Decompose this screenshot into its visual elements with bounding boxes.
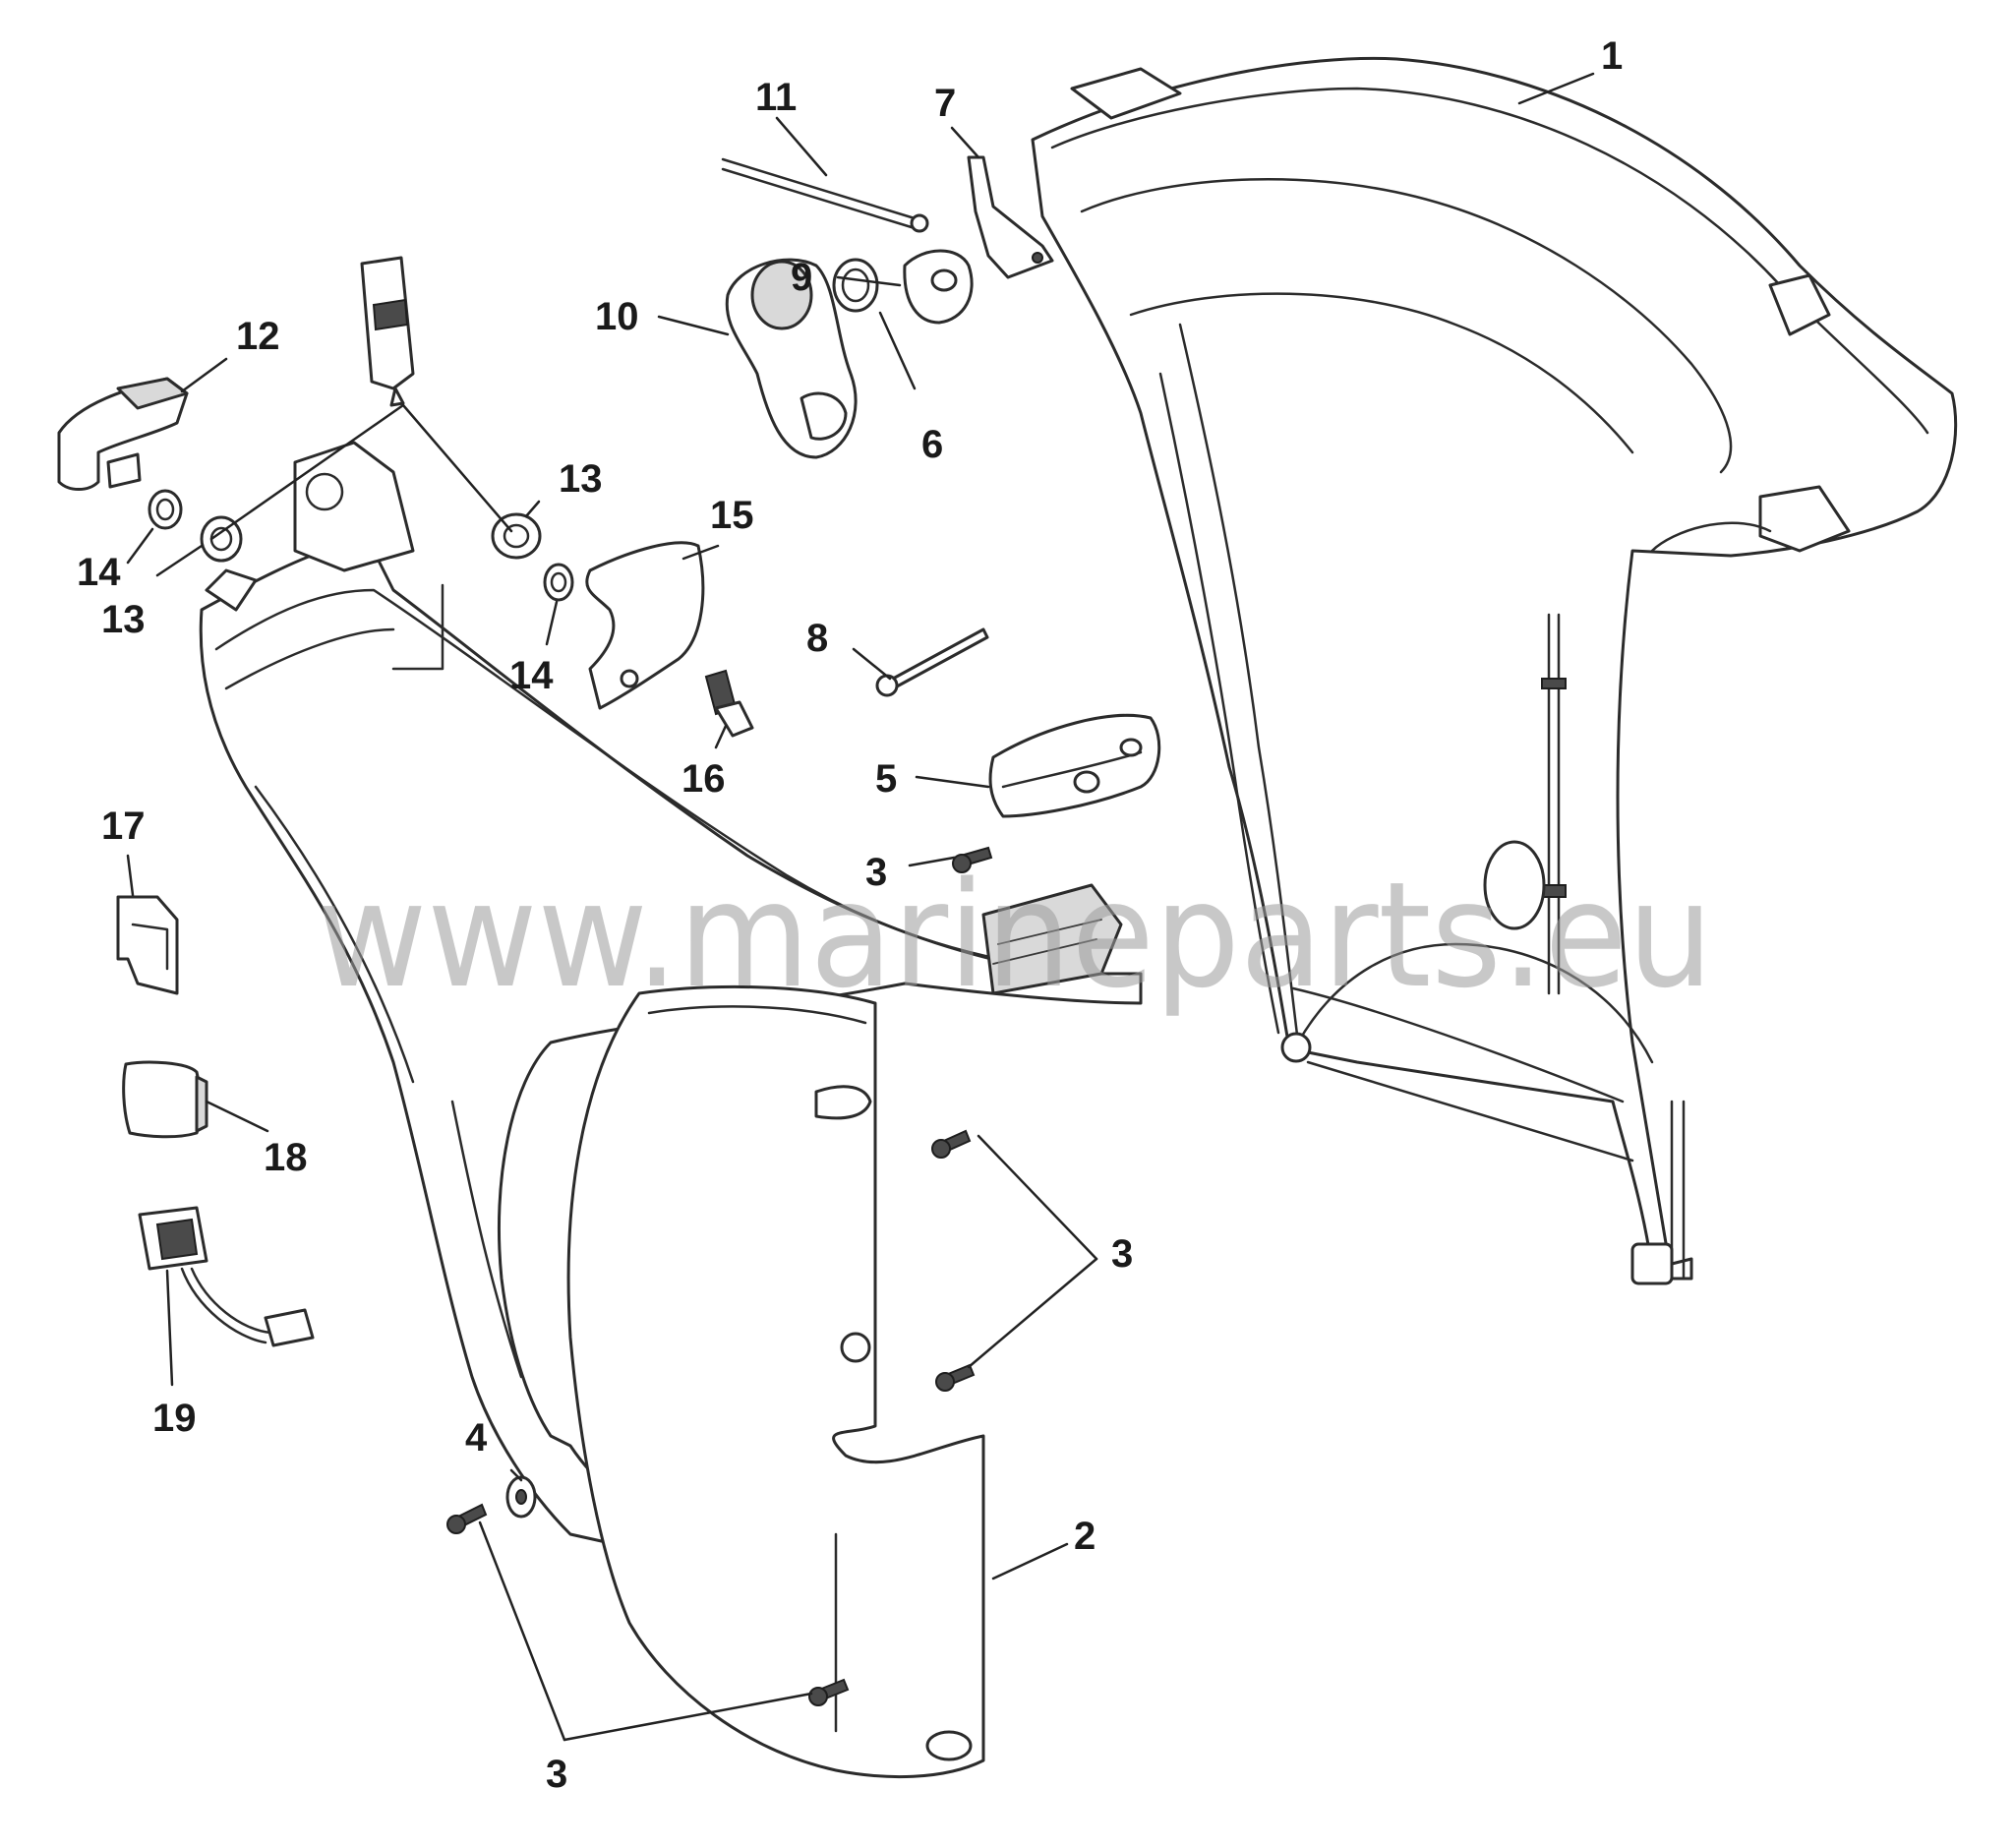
part-7-bracket[interactable] <box>967 155 1054 279</box>
part-17-clip[interactable] <box>116 895 179 995</box>
part-3-screw-d[interactable] <box>446 1503 488 1534</box>
callout-13-left: 13 <box>101 598 146 641</box>
callout-3-right: 3 <box>1111 1232 1133 1276</box>
part-14-o-ring-b[interactable] <box>543 563 574 602</box>
callout-6: 6 <box>921 423 943 466</box>
part-16-bolt[interactable] <box>704 669 754 738</box>
callout-15: 15 <box>710 494 754 537</box>
callout-19: 19 <box>152 1397 197 1440</box>
callout-3-top: 3 <box>865 851 887 894</box>
part-3-screw-c[interactable] <box>935 1363 976 1392</box>
part-18-plug[interactable] <box>122 1060 208 1139</box>
callout-2: 2 <box>1074 1515 1096 1558</box>
part-12-side-latch-lever[interactable] <box>57 377 189 491</box>
part-14-o-ring-a[interactable] <box>148 489 183 530</box>
part-6-seal-ring[interactable] <box>832 258 879 313</box>
part-3-screw-b[interactable] <box>931 1129 972 1159</box>
callout-12: 12 <box>236 315 280 358</box>
leader-lines <box>126 72 1595 1742</box>
callout-17: 17 <box>101 805 146 848</box>
callout-14-center: 14 <box>509 654 554 697</box>
callout-16: 16 <box>681 757 726 801</box>
part-10-latch-housing[interactable] <box>725 258 858 459</box>
part-5-front-latch-handle[interactable] <box>988 713 1161 818</box>
callout-18: 18 <box>264 1136 308 1179</box>
part-8-long-bolt[interactable] <box>875 627 989 697</box>
part-3-screw-e[interactable] <box>808 1678 850 1706</box>
part-3-screw-a[interactable] <box>952 846 993 873</box>
callout-1: 1 <box>1601 34 1623 78</box>
callout-labels: 1 2 3 3 3 4 5 6 7 8 9 10 11 12 13 13 14 … <box>77 34 1623 1796</box>
part-11-rod[interactable] <box>721 157 929 233</box>
callout-5: 5 <box>875 757 897 801</box>
callout-8: 8 <box>806 617 828 660</box>
callout-4: 4 <box>465 1416 488 1460</box>
callout-13-center: 13 <box>559 457 603 501</box>
callout-3-bottom: 3 <box>546 1753 567 1796</box>
part-13-bushing-a[interactable] <box>491 512 542 560</box>
callout-9: 9 <box>791 256 812 299</box>
callout-11: 11 <box>755 76 797 119</box>
callout-14-left: 14 <box>77 551 121 594</box>
part-9-cap[interactable] <box>903 249 974 325</box>
callout-7: 7 <box>934 82 956 125</box>
part-4-washer[interactable] <box>505 1475 537 1519</box>
grease-tube[interactable] <box>209 256 513 541</box>
part-15-latch-plate[interactable] <box>585 541 705 710</box>
part-2-lower-cowl-rear[interactable] <box>566 984 985 1779</box>
watermark: www.marineparts.eu <box>317 851 1713 1020</box>
callout-10: 10 <box>595 295 639 338</box>
part-19-switch-harness[interactable] <box>138 1206 315 1347</box>
lower-cowl-main[interactable] <box>199 441 1143 1576</box>
part-1-top-cowl[interactable] <box>1031 56 1958 1285</box>
